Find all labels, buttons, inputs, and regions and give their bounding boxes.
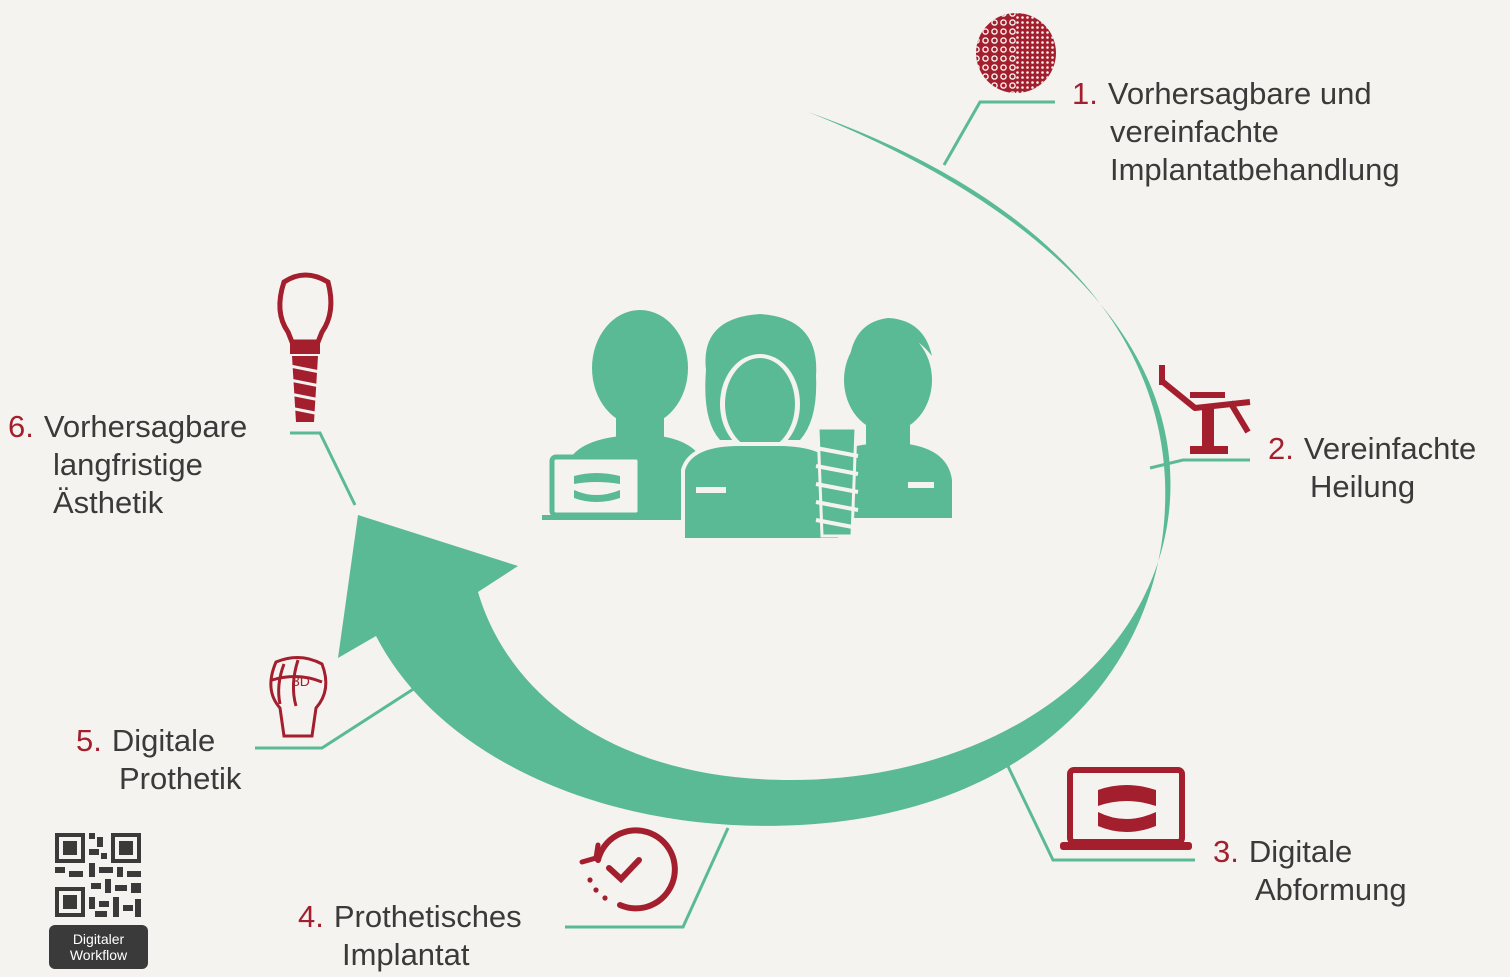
bone-structure-icon [976,13,1056,93]
step-1-line-2: vereinfachte [1110,114,1279,149]
step-6-line-1: Vorhersagbare [43,409,248,444]
step-6-number: 6. [8,409,34,444]
step-3-number: 3. [1213,834,1239,869]
step-4-line-2: Implantat [342,937,470,972]
connector-step-5 [255,686,416,750]
connector-step-3 [1003,759,1195,862]
step-1: 1. Vorhersagbare und vereinfachte Implant… [1072,75,1400,189]
step-1-line-3: Implantatbehandlung [1110,152,1400,187]
qr-caption-badge: Digitaler Workflow [49,925,148,969]
step-6: 6. Vorhersagbare langfristige Ästhetik [8,408,247,522]
step-5: 5. Digitale Prothetik [76,722,241,798]
step-4-number: 4. [298,899,324,934]
qr-caption-line-2: Workflow [69,947,128,963]
implant-crown-icon [277,272,334,422]
step-5-line-2: Prothetik [119,761,242,796]
3d-label: 3D [292,673,310,689]
laptop-dentition-icon [1060,767,1192,850]
step-3: 3. Digitale Abformung [1213,833,1407,909]
step-6-line-2: langfristige [53,447,203,482]
clock-check-icon [579,827,678,912]
step-2-line-1: Vereinfachte [1303,431,1477,466]
step-5-number: 5. [76,723,102,758]
connector-step-2 [1149,458,1250,470]
connector-step-4 [565,827,730,929]
dental-chair-icon [1159,365,1251,454]
step-4-line-1: Prothetisches [333,899,522,934]
qr-caption-line-1: Digitaler [72,931,125,947]
qr-code-icon [55,833,141,917]
dental-team-icon [542,310,952,542]
step-6-line-3: Ästhetik [53,485,164,520]
step-4: 4. Prothetisches Implantat [298,898,522,974]
step-2-number: 2. [1268,431,1294,466]
step-1-line-1: Vorhersagbare und [1107,76,1372,111]
3d-crown-icon: 3D [269,656,328,738]
step-2-line-2: Heilung [1310,469,1416,504]
step-3-line-2: Abformung [1255,872,1407,907]
step-2: 2. Vereinfachte Heilung [1268,430,1476,506]
step-3-line-1: Digitale [1248,834,1353,869]
connector-step-1 [942,100,1055,166]
step-5-line-1: Digitale [111,723,216,758]
connector-lines [255,100,1250,929]
connector-step-6 [290,431,357,506]
step-1-number: 1. [1072,76,1098,111]
